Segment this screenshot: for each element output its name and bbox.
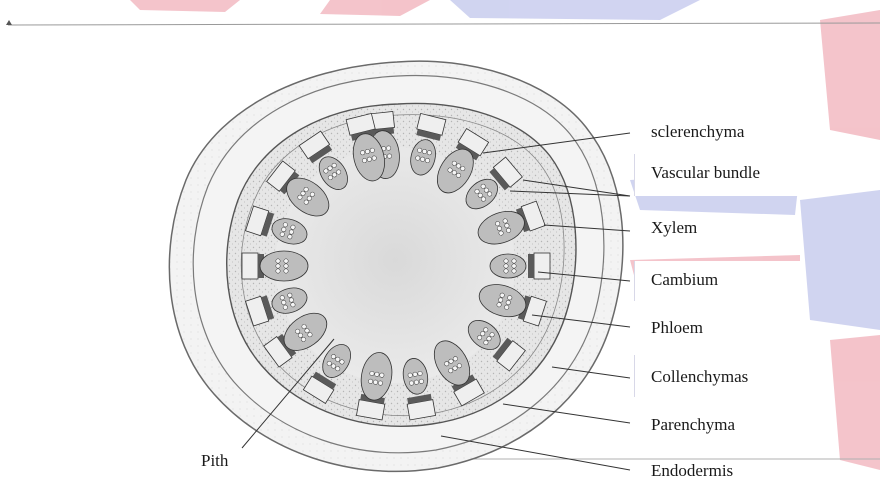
xylem-vessel	[387, 154, 392, 159]
xylem-vessel	[512, 269, 516, 273]
xylem-vessel	[284, 264, 288, 268]
vascular-bundle	[242, 251, 308, 281]
xylem-vessel	[504, 259, 508, 263]
label-collenchymas: Collenchymas	[651, 367, 748, 387]
label-cambium: Cambium	[651, 270, 718, 290]
label-phloem: Phloem	[651, 318, 703, 338]
xylem-vessel	[504, 269, 508, 273]
label-parenchyma: Parenchyma	[651, 415, 735, 435]
top-rule	[8, 23, 880, 25]
cambium-band	[528, 254, 534, 278]
label-sclerenchyma: sclerenchyma	[651, 122, 744, 142]
xylem-vessel	[276, 269, 280, 273]
top-rule-arrow	[6, 20, 12, 25]
phloem-cap	[242, 253, 258, 279]
label-xylem: Xylem	[651, 218, 697, 238]
label-vascular-bundle: Vascular bundle	[651, 163, 760, 183]
xylem-vessel	[276, 259, 280, 263]
xylem-vessel	[504, 264, 508, 268]
label-endodermis: Endodermis	[651, 461, 733, 481]
phloem-cap	[534, 253, 550, 279]
xylem-vessel	[386, 146, 391, 151]
xylem-vessel	[512, 264, 516, 268]
label-pith: Pith	[201, 451, 228, 471]
xylem-vessel	[512, 259, 516, 263]
xylem-vessel	[276, 264, 280, 268]
xylem-vessel	[284, 259, 288, 263]
vascular-bundle	[490, 253, 550, 279]
xylem-vessel	[284, 269, 288, 273]
